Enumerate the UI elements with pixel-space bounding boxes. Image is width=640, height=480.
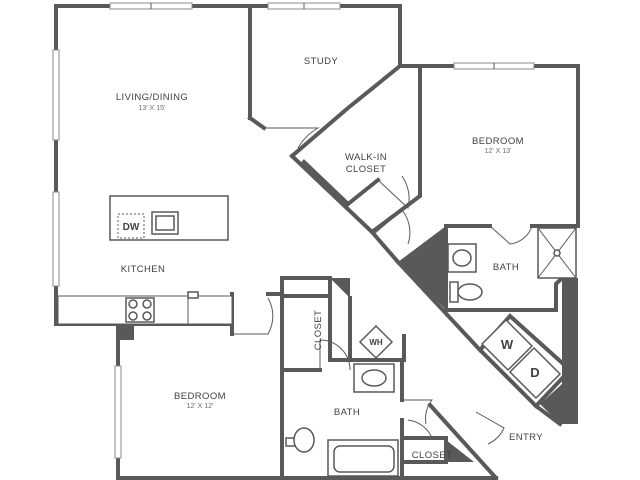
- bath1-fixtures: [447, 227, 577, 303]
- room-labels: LIVING/DINING 13' X 15' STUDY WALK-IN CL…: [116, 56, 543, 461]
- living-dining-dimensions: 13' X 15': [139, 105, 166, 112]
- closet1-label: CLOSET: [313, 310, 324, 350]
- closet2-label: CLOSET: [412, 450, 452, 461]
- walls: [54, 4, 580, 480]
- appliance-labels: DW WH W D: [123, 222, 540, 380]
- entry-label: ENTRY: [509, 432, 543, 443]
- dryer-label: D: [530, 365, 539, 380]
- bedroom1-label: BEDROOM: [472, 136, 524, 147]
- windows: [52, 2, 535, 459]
- dishwasher-label: DW: [123, 222, 140, 233]
- kitchen-fixtures: [57, 195, 233, 325]
- solid-wall-fills: [118, 226, 578, 462]
- bath2-label: BATH: [334, 407, 360, 418]
- walk-in-closet-label-line2: CLOSET: [346, 164, 386, 175]
- kitchen-label: KITCHEN: [121, 264, 166, 275]
- walk-in-closet-label-line1: WALK-IN: [345, 152, 387, 163]
- washer-label: W: [501, 337, 514, 352]
- living-dining-label: LIVING/DINING: [116, 92, 188, 103]
- bedroom2-dimensions: 12' X 12': [187, 403, 214, 410]
- utility-fixtures: [358, 318, 562, 400]
- doors: [232, 127, 533, 445]
- bath2-fixtures: [285, 363, 399, 477]
- water-heater-label: WH: [369, 338, 383, 347]
- bath1-label: BATH: [493, 262, 519, 273]
- bedroom1-dimensions: 12' X 13': [485, 148, 512, 155]
- study-label: STUDY: [304, 56, 338, 67]
- bedroom2-label: BEDROOM: [174, 391, 226, 402]
